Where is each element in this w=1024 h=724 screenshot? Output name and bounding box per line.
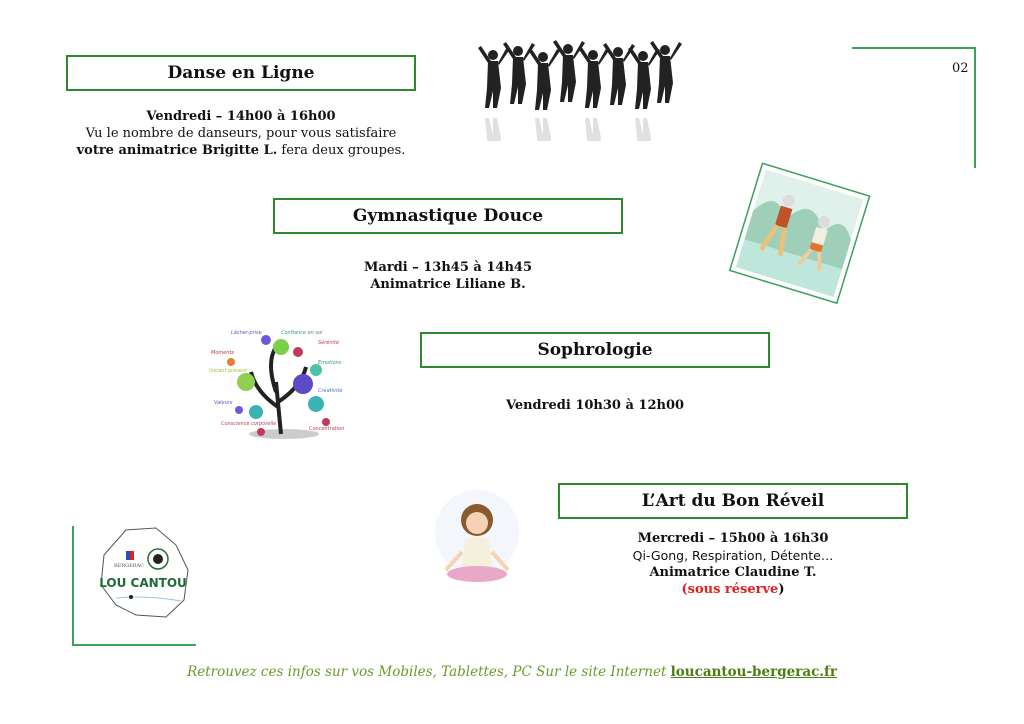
reveil-note: (sous réserve) <box>558 581 908 598</box>
tree-word: Créativité <box>318 387 342 394</box>
tree-word: Conscience corporelle <box>221 421 276 427</box>
sophro-schedule: Vendredi 10h30 à 12h00 <box>505 398 685 413</box>
tree-word: Sérénité <box>318 339 339 346</box>
website-link[interactable]: loucantou-bergerac.fr <box>670 664 837 680</box>
reveil-schedule: Mercredi – 15h00 à 16h30 <box>637 531 829 546</box>
page-number: 02 <box>952 61 969 76</box>
gym-details: Mardi – 13h45 à 14h45 Animatrice Liliane… <box>273 259 623 293</box>
tree-word: Lâcher-prise <box>231 329 262 336</box>
reservation-note-close: ) <box>778 582 785 597</box>
corner-line <box>852 47 976 49</box>
logo-subtext: BERGERAC <box>114 563 144 569</box>
reservation-note: (sous réserve <box>681 582 779 597</box>
tree-word: Emotions <box>318 360 342 366</box>
dancers-image <box>478 40 682 141</box>
danse-schedule: Vendredi – 14h00 à 16h00 <box>146 109 336 124</box>
tree-word: Concentration <box>309 426 344 432</box>
gym-schedule: Mardi – 13h45 à 14h45 <box>364 260 532 275</box>
tree-word: Instant présent <box>209 367 248 374</box>
title-sophrologie: Sophrologie <box>420 332 770 368</box>
tree-word: Confiance en soi <box>281 330 323 336</box>
reveil-details: Mercredi – 15h00 à 16h30 Qi-Gong, Respir… <box>558 530 908 598</box>
title-art-du-bon-reveil: L’Art du Bon Réveil <box>558 483 908 519</box>
danse-line2-rest: fera deux groupes. <box>277 143 406 158</box>
seniors-exercise-image <box>728 162 871 305</box>
footer: Retrouvez ces infos sur vos Mobiles, Tab… <box>0 664 1024 680</box>
corner-line <box>72 526 74 646</box>
tree-word: Moments <box>211 350 234 356</box>
danse-line1: Vu le nombre de danseurs, pour vous sati… <box>85 126 397 141</box>
title-gymnastique: Gymnastique Douce <box>273 198 623 234</box>
tree-image: Lâcher-prise Confiance en soi Sérénité M… <box>209 329 344 439</box>
footer-text: Retrouvez ces infos sur vos Mobiles, Tab… <box>187 664 671 680</box>
danse-instructor: votre animatrice Brigitte L. <box>76 143 278 158</box>
gym-instructor: Animatrice Liliane B. <box>370 277 526 292</box>
danse-details: Vendredi – 14h00 à 16h00 Vu le nombre de… <box>66 108 416 159</box>
title-danse: Danse en Ligne <box>66 55 416 91</box>
corner-line <box>72 644 196 646</box>
meditating-girl-image <box>435 490 519 582</box>
reveil-instructor: Animatrice Claudine T. <box>649 565 817 580</box>
danse-line2: votre animatrice Brigitte L. fera deux g… <box>66 142 416 159</box>
reveil-activities: Qi-Gong, Respiration, Détente… <box>632 548 834 563</box>
lou-cantou-logo: BERGERAC LOU CANTOU <box>99 527 189 618</box>
corner-line <box>974 47 976 168</box>
tree-word: Valeurs <box>214 400 233 406</box>
logo-text: LOU CANTOU <box>99 576 187 590</box>
